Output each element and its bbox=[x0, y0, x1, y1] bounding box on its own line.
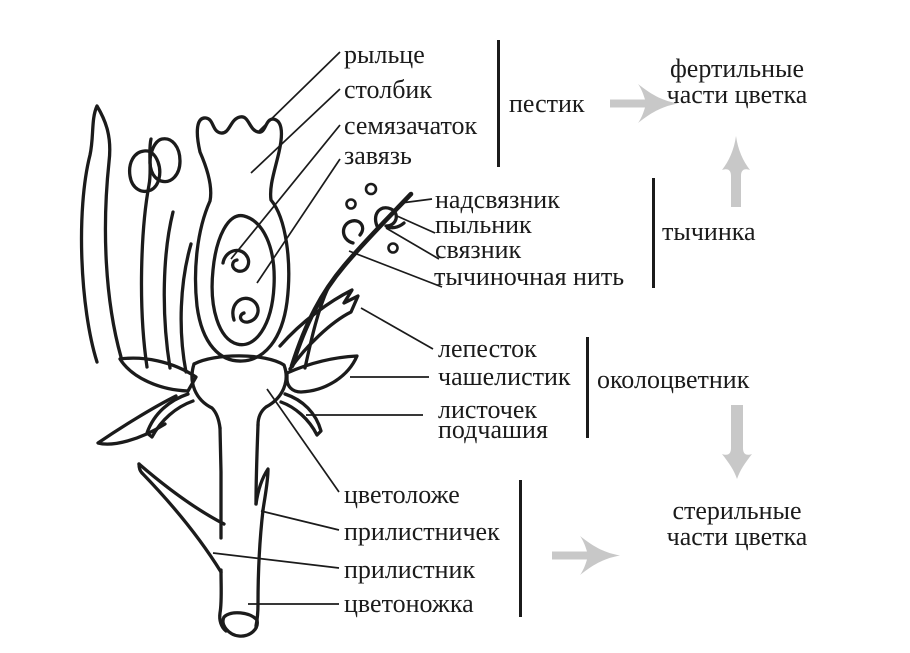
left-anther-lobe-b bbox=[148, 137, 182, 184]
stipule-branch-upper bbox=[137, 462, 226, 526]
left-anther-lobe-a bbox=[127, 149, 162, 193]
leader-receptacle bbox=[266, 388, 340, 493]
left-stamen-filament bbox=[139, 137, 153, 369]
label-epicalyx-leaflet: листочек подчашия bbox=[438, 395, 548, 445]
right-sepal bbox=[285, 354, 359, 394]
left-droopy-leaf bbox=[96, 394, 178, 446]
label-sepal: чашелистик bbox=[438, 362, 571, 391]
label-perianth: околоцветник bbox=[597, 365, 750, 394]
leader-petal bbox=[360, 307, 434, 350]
right-petal bbox=[278, 288, 360, 371]
stem-right-lower bbox=[254, 508, 265, 628]
stipule-branch-tip bbox=[137, 462, 144, 475]
label-stigma: рыльце bbox=[344, 40, 425, 69]
flow-arrows bbox=[552, 84, 752, 575]
label-stipel: прилистничек bbox=[344, 517, 500, 546]
label-sterile-parts: стерильные части цветка bbox=[666, 496, 808, 551]
leader-connective-tip bbox=[400, 198, 433, 204]
label-stipule: прилистник bbox=[344, 555, 476, 584]
label-fertile-parts: фертильные части цветка bbox=[666, 54, 808, 109]
label-stamen: тычинка bbox=[662, 217, 756, 246]
pedicel-foot bbox=[221, 611, 259, 638]
pollen-grain-3 bbox=[387, 242, 399, 254]
arrow-stamen-to-fertile bbox=[722, 136, 750, 207]
arrow-perianth-to-sterile bbox=[722, 405, 752, 479]
pollen-grain-1 bbox=[364, 182, 378, 196]
arrow-lower-to-sterile bbox=[552, 536, 620, 575]
ovule-upper bbox=[221, 248, 251, 273]
stipule-branch-lower bbox=[140, 471, 223, 574]
right-epicalyx-leaflet bbox=[279, 392, 323, 437]
label-connective-tip: надсвязник bbox=[435, 185, 560, 214]
pollen-grain-2 bbox=[345, 198, 357, 210]
leader-connective bbox=[385, 227, 440, 260]
anther-curl-b bbox=[373, 206, 406, 230]
leader-style bbox=[250, 88, 341, 174]
anther-curl-a bbox=[341, 219, 365, 245]
leader-stipule bbox=[212, 552, 340, 569]
right-stamen-filament bbox=[289, 191, 414, 369]
label-anther: пыльник bbox=[435, 210, 532, 239]
base-curve-2 bbox=[179, 242, 193, 374]
stem-left-edge bbox=[218, 426, 223, 540]
label-ovary: завязь bbox=[344, 141, 412, 170]
leader-filament bbox=[348, 250, 443, 288]
leader-stipel bbox=[260, 510, 340, 531]
pistil-outline bbox=[193, 115, 291, 363]
label-style: столбик bbox=[344, 75, 432, 104]
label-pistil: пестик bbox=[509, 89, 585, 118]
leader-anther bbox=[396, 215, 436, 234]
arrow-pistil-to-fertile bbox=[610, 84, 678, 123]
leader-ovule bbox=[230, 124, 341, 260]
ovary-inner-wall bbox=[210, 214, 276, 347]
stem-left-lower bbox=[218, 568, 228, 633]
bracket-pistil bbox=[497, 40, 500, 167]
bracket-perianth bbox=[586, 337, 589, 438]
bracket-stamen bbox=[652, 178, 655, 288]
left-epicalyx-leaflet bbox=[145, 392, 195, 439]
leader-ovary bbox=[256, 158, 341, 284]
bracket-lower-parts bbox=[519, 480, 522, 617]
label-petal: лепесток bbox=[438, 334, 537, 363]
label-connective: связник bbox=[435, 235, 522, 264]
label-ovule: семязачаток bbox=[344, 111, 478, 140]
base-curve-1 bbox=[162, 210, 175, 370]
left-crescent-sepal bbox=[118, 356, 198, 393]
left-sepal bbox=[79, 104, 123, 364]
leader-lines bbox=[212, 51, 443, 605]
bracket-bars bbox=[497, 40, 655, 617]
ovule-lower bbox=[231, 296, 260, 324]
label-filament: тычиночная нить bbox=[434, 262, 625, 291]
receptacle bbox=[190, 354, 288, 430]
stipel-spike bbox=[254, 467, 270, 512]
label-pedicel: цветоножка bbox=[344, 589, 474, 618]
label-receptacle: цветоложе bbox=[344, 480, 460, 509]
leader-stigma bbox=[257, 51, 341, 133]
flower-sketch bbox=[79, 104, 414, 638]
